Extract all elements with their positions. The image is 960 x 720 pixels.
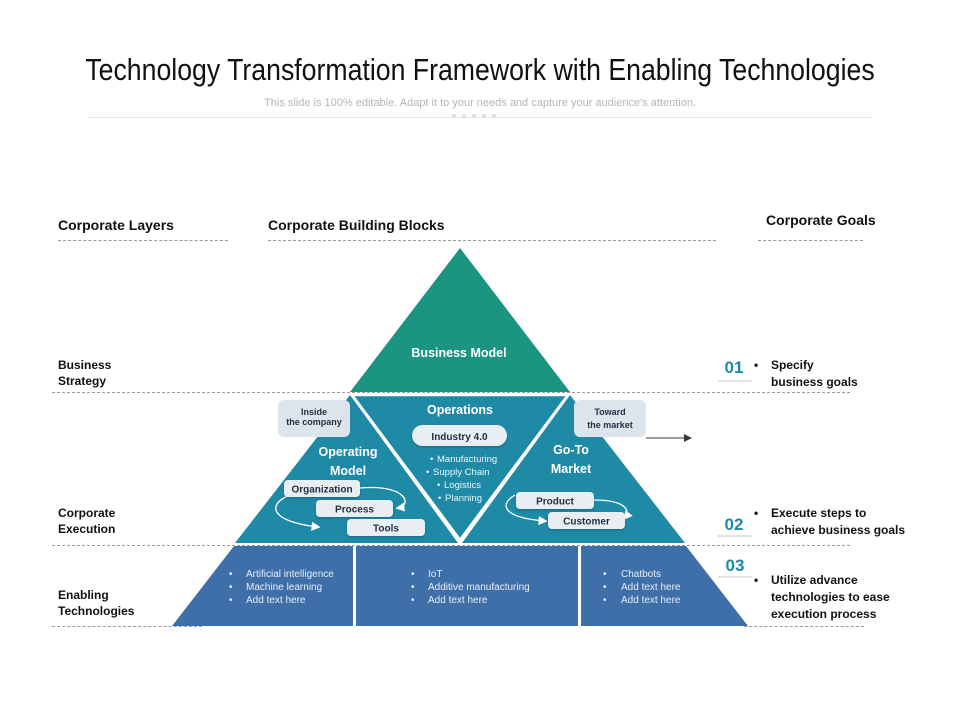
enabling-block-left: [172, 546, 353, 626]
cycle-arrow: [505, 494, 548, 526]
tech-item: Machine learning: [246, 582, 322, 593]
segment-divider: [458, 394, 570, 541]
tech-bullet: •: [603, 569, 607, 580]
tech-item: IoT: [428, 569, 442, 580]
goal-text-01: • Specify business goals: [754, 358, 858, 389]
business-model-label: Business Model: [411, 346, 506, 360]
callout-toward-line1: Toward: [594, 407, 625, 417]
header-corporate-goals: Corporate Goals: [766, 212, 876, 228]
business-model-segment: [350, 248, 570, 392]
tech-bullet: •: [603, 582, 607, 593]
header-divider-layers: [58, 240, 228, 241]
operations-title: Operations: [427, 403, 493, 417]
operations-bullet: •: [438, 493, 441, 504]
callout-inside-line1: Inside: [301, 407, 327, 417]
callout-inside-line2: the company: [286, 417, 342, 427]
row-divider-enabling-right: [744, 626, 864, 627]
goal-text-03: • Utilize advance technologies to ease e…: [754, 573, 890, 621]
tech-item: Artificial intelligence: [246, 569, 334, 580]
go-to-market-title-line2: Market: [551, 462, 592, 476]
row-divider-enabling-left: [52, 626, 202, 627]
tools-pill: [347, 519, 425, 536]
tech-bullet: •: [229, 595, 233, 606]
operations-bullet: •: [437, 480, 440, 491]
header-divider-blocks: [268, 240, 716, 241]
customer-pill: [548, 512, 625, 529]
operating-model-title-line1: Operating: [318, 445, 377, 459]
enabling-block-center: [356, 546, 578, 626]
tech-item: Add text here: [246, 595, 306, 606]
operations-item: Manufacturing: [437, 454, 497, 465]
industry-pill-label: Industry 4.0: [431, 432, 488, 443]
page-subtitle: This slide is 100% editable. Adapt it to…: [264, 97, 696, 109]
tech-item: Additive manufacturing: [428, 582, 530, 593]
page-title: Technology Transformation Framework with…: [85, 52, 875, 87]
tech-bullet: •: [411, 569, 415, 580]
operations-bullet: •: [426, 467, 429, 478]
tech-item: Chatbots: [621, 569, 661, 580]
operations-item: Logistics: [444, 480, 481, 491]
callout-toward-line2: the market: [587, 420, 633, 430]
callout-toward-market: [574, 400, 646, 437]
tech-bullet: •: [603, 595, 607, 606]
tech-item: Add text here: [621, 595, 681, 606]
go-to-market-title-line1: Go-To: [553, 443, 589, 457]
cycle-arrow: [275, 494, 321, 531]
customer-pill-label: Customer: [563, 517, 610, 528]
row-divider-execution: [52, 545, 850, 546]
tech-bullet: •: [411, 582, 415, 593]
title-divider: [88, 117, 872, 118]
row-divider-strategy: [52, 392, 850, 393]
goal-number-01: 01: [724, 358, 744, 377]
header-divider-goals: [758, 240, 863, 241]
goal-text-02: • Execute steps to achieve business goal…: [754, 506, 906, 537]
industry-pill: [412, 425, 507, 446]
pagination-dots: [452, 114, 496, 118]
enabling-block-right: [581, 546, 748, 626]
product-pill: [516, 492, 594, 509]
cycle-arrow: [593, 499, 633, 520]
tools-pill-label: Tools: [373, 524, 399, 535]
cycle-arrow: [359, 486, 406, 512]
tech-bullet: •: [411, 595, 415, 606]
process-pill-label: Process: [335, 505, 374, 516]
tech-bullet: •: [229, 569, 233, 580]
tech-bullet: •: [229, 582, 233, 593]
tech-item: Add text here: [428, 595, 488, 606]
header-corporate-layers: Corporate Layers: [58, 217, 174, 233]
product-pill-label: Product: [536, 497, 574, 508]
operations-bullet: •: [430, 454, 433, 465]
organization-pill-label: Organization: [291, 485, 352, 496]
callout-inside-company: [278, 400, 350, 437]
segment-divider: [350, 394, 462, 541]
goal-number-02: 02: [724, 515, 744, 534]
organization-pill: [284, 480, 360, 497]
process-pill: [316, 500, 393, 517]
goal-number-03: 03: [725, 556, 745, 575]
operations-item: Planning: [445, 493, 482, 504]
header-building-blocks: Corporate Building Blocks: [268, 217, 445, 233]
operations-item: Supply Chain: [433, 467, 490, 478]
tech-item: Add text here: [621, 582, 681, 593]
operating-model-title-line2: Model: [330, 464, 366, 478]
